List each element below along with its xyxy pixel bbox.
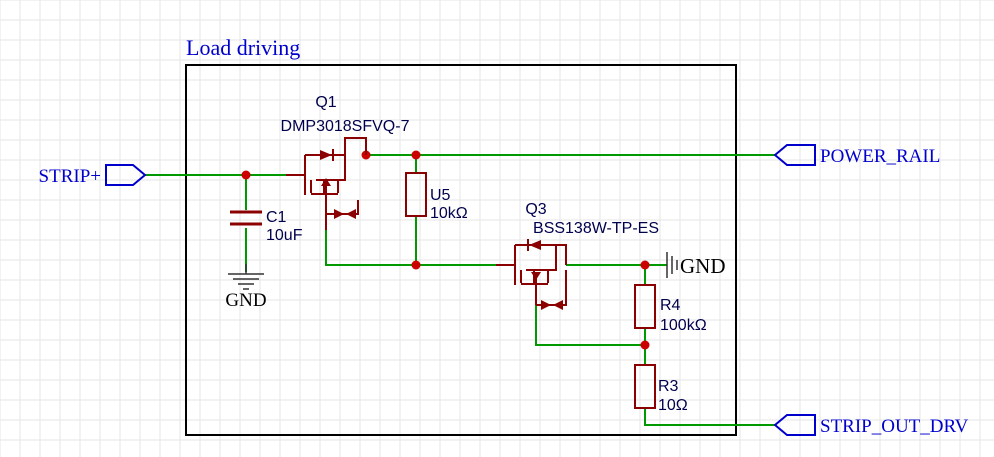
q1-tvs-a <box>334 209 344 219</box>
port-label-power-rail: POWER_RAIL <box>820 146 940 167</box>
resistor-r4[interactable]: R4 100kΩ <box>634 284 707 334</box>
q1-arrow <box>321 178 331 186</box>
r3-ref: R3 <box>658 378 679 395</box>
u5-ref: U5 <box>430 187 451 204</box>
u5-value: 10kΩ <box>430 205 468 222</box>
mosfet-icon <box>496 244 567 306</box>
capacitor-c1[interactable]: C1 10uF <box>230 209 303 244</box>
q3-arrow <box>531 272 541 280</box>
ground-left: GND <box>225 264 267 311</box>
junction-dot <box>640 260 650 270</box>
q3-body-diode <box>529 240 541 250</box>
wires <box>145 154 775 426</box>
port-strip-plus[interactable]: STRIP+ <box>39 164 147 187</box>
junction-dot <box>411 260 421 270</box>
resistor-icon <box>634 284 656 329</box>
ground-icon <box>228 264 264 290</box>
q1-value: DMP3018SFVQ-7 <box>281 118 410 135</box>
c1-ref: C1 <box>266 209 287 226</box>
q1-tvs-b <box>346 209 356 219</box>
q3-ref: Q3 <box>525 201 546 218</box>
junctions <box>241 150 650 350</box>
ground-icon <box>666 252 678 278</box>
capacitor-icon <box>230 210 262 226</box>
mosfet-q1[interactable]: Q1 DMP3018SFVQ-7 <box>281 94 410 230</box>
q3-tvs-a <box>541 300 551 310</box>
junction-dot <box>640 340 650 350</box>
junction-dot <box>241 170 251 180</box>
q1-ref: Q1 <box>315 94 336 111</box>
gnd-left-label: GND <box>225 290 266 311</box>
sheet-frame <box>185 64 737 436</box>
ground-right: GND <box>666 252 726 278</box>
q3-tvs-b <box>553 300 563 310</box>
r3-value: 10Ω <box>658 397 688 414</box>
sheet-title: Load driving <box>186 35 300 60</box>
resistor-icon <box>634 364 656 409</box>
c1-value: 10uF <box>266 227 303 244</box>
port-arrow-icon <box>105 164 147 186</box>
resistor-icon <box>405 172 427 217</box>
resistor-r3[interactable]: R3 10Ω <box>634 364 688 414</box>
mosfet-q3[interactable]: Q3 BSS138W-TP-ES <box>496 201 659 310</box>
q3-value: BSS138W-TP-ES <box>533 220 659 237</box>
gnd-right-label: GND <box>680 254 726 278</box>
port-strip-out-drv[interactable]: STRIP_OUT_DRV <box>773 414 969 437</box>
r4-value: 100kΩ <box>660 317 707 334</box>
resistor-u5[interactable]: U5 10kΩ <box>405 172 468 222</box>
junction-dot <box>411 150 421 160</box>
port-power-rail[interactable]: POWER_RAIL <box>773 144 940 167</box>
port-label-strip-out-drv: STRIP_OUT_DRV <box>820 416 969 437</box>
port-arrow-icon <box>773 144 816 166</box>
r4-ref: R4 <box>660 297 681 314</box>
port-label-strip-plus: STRIP+ <box>39 166 101 187</box>
q1-body-diode <box>320 150 332 160</box>
port-arrow-icon <box>773 414 816 436</box>
